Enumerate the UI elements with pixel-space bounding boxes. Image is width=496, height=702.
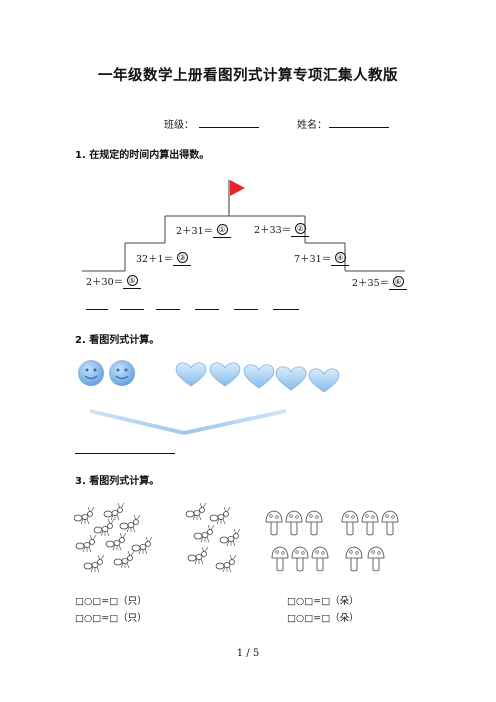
- q1-heading: 1. 在规定的时间内算出得数。: [75, 150, 210, 161]
- label-5: ⑤: [126, 275, 138, 286]
- name-blank[interactable]: [329, 127, 389, 128]
- q3-heading: 3. 看图列式计算。: [75, 476, 160, 487]
- ant-icon-group: [185, 502, 241, 573]
- equation-5: 2＋30＝⑤: [86, 274, 142, 289]
- equation-4: 7＋31＝④: [294, 251, 350, 266]
- ant-icon-group: [74, 502, 153, 573]
- q3-fill-1[interactable]: □○□=□（只）: [75, 596, 147, 607]
- name-label: 姓名：: [297, 120, 327, 131]
- equation-3: 32＋1＝③: [136, 251, 192, 266]
- answer-blank-1[interactable]: [86, 309, 108, 310]
- heart-icon: [175, 362, 207, 387]
- class-label: 班级：: [164, 120, 194, 131]
- q3-fill-4[interactable]: □○□=□（朵）: [287, 613, 359, 624]
- heart-icon: [209, 362, 241, 387]
- label-4: ④: [334, 252, 346, 263]
- q3-fill-2[interactable]: □○□=□（只）: [75, 613, 147, 624]
- flag-icon: [228, 180, 245, 216]
- label-6: ⑥: [392, 276, 404, 287]
- mushroom-icon-group: [265, 510, 329, 572]
- page-number: 1 / 5: [236, 648, 260, 659]
- equation-2: 2＋33＝②: [254, 222, 310, 237]
- q2-heading: 2. 看图列式计算。: [75, 335, 160, 346]
- q3-fill-3[interactable]: □○□=□（朵）: [287, 596, 359, 607]
- brace-icon: [90, 409, 286, 435]
- heart-icon: [308, 368, 340, 393]
- label-2: ②: [294, 223, 306, 234]
- answer-blank-2[interactable]: [120, 309, 144, 310]
- answer-blank-3[interactable]: [156, 309, 180, 310]
- mushroom-icon-group: [341, 510, 399, 572]
- label-3: ③: [176, 252, 188, 263]
- equation-1: 2＋31＝①: [176, 223, 232, 238]
- heart-icon: [275, 366, 307, 391]
- q2-picture: [78, 360, 340, 435]
- answer-blank-4[interactable]: [195, 309, 219, 310]
- smiley-face-icon: [109, 360, 135, 386]
- q3-picture: [74, 502, 399, 573]
- smiley-face-icon: [78, 360, 104, 386]
- q2-answer-blank[interactable]: [75, 453, 175, 454]
- equation-6: 2＋35＝⑥: [352, 275, 408, 290]
- answer-blank-5[interactable]: [234, 309, 258, 310]
- class-blank[interactable]: [199, 127, 259, 128]
- answer-blank-6[interactable]: [273, 309, 299, 310]
- page-title: 一年级数学上册看图列式计算专项汇集人教版: [98, 67, 398, 84]
- label-1: ①: [216, 224, 228, 235]
- heart-icon: [243, 364, 275, 389]
